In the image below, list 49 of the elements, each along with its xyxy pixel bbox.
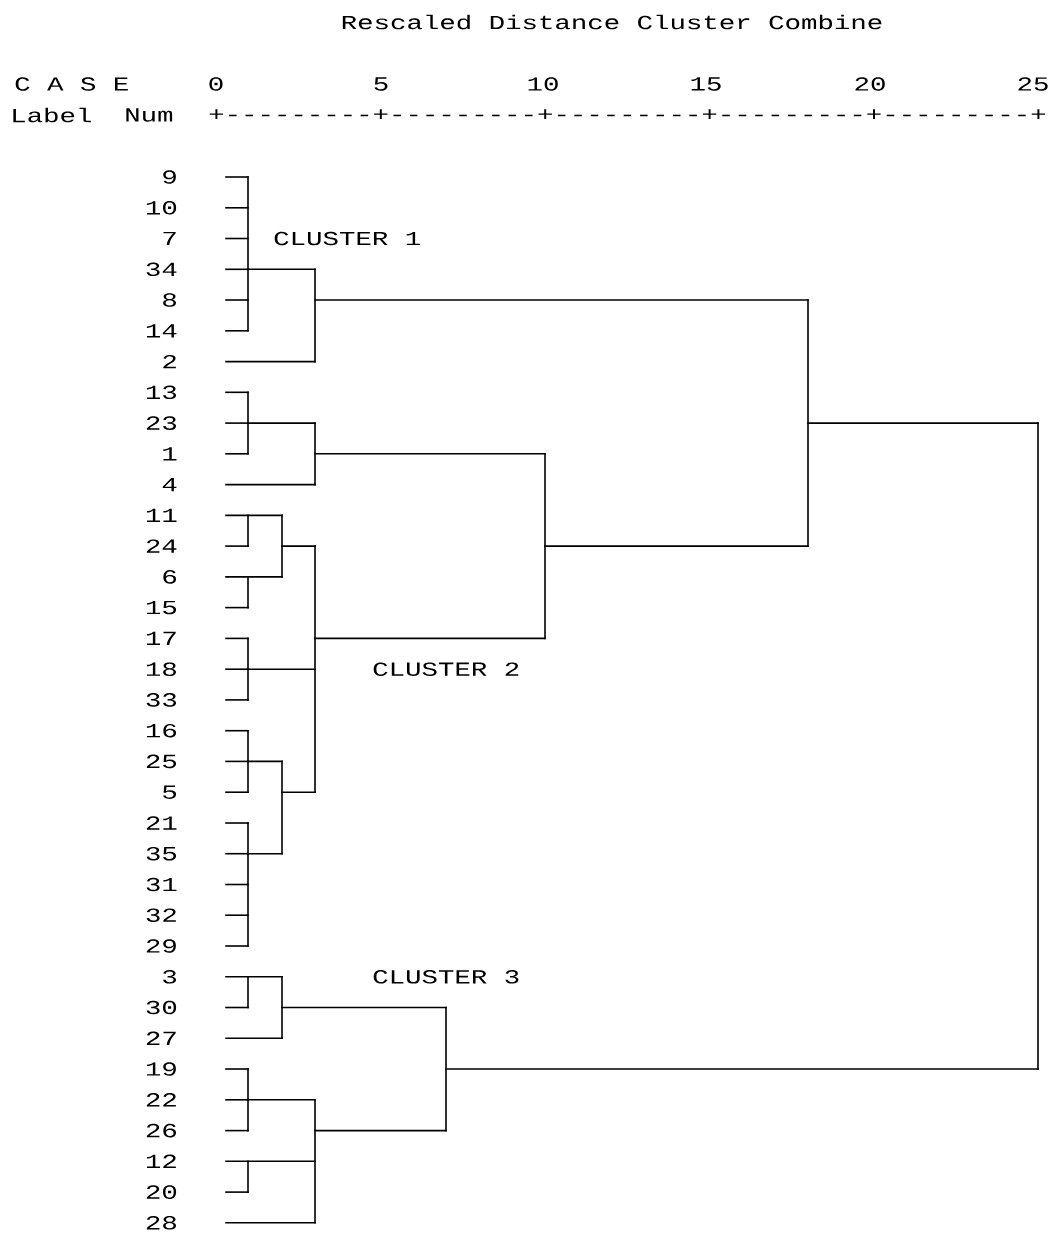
case-number: 15 xyxy=(146,600,177,615)
axis-scale: +---------+---------+---------+---------+---------+ xyxy=(209,109,1046,119)
case-number: 7 xyxy=(163,231,176,246)
column-header: Num xyxy=(126,108,173,122)
case-number: 26 xyxy=(146,1123,176,1138)
tick-label: 20 xyxy=(855,77,885,91)
tick-label: 10 xyxy=(528,77,558,91)
case-number: 8 xyxy=(163,293,176,307)
case-number: 29 xyxy=(146,939,176,953)
case-number: 32 xyxy=(146,908,176,922)
case-number: 12 xyxy=(146,1154,176,1168)
cluster-label: CLUSTER 1 xyxy=(274,231,420,246)
case-number: 33 xyxy=(146,693,177,707)
case-number: 2 xyxy=(163,354,176,369)
case-number: 24 xyxy=(146,539,177,553)
case-number: 35 xyxy=(146,846,177,861)
case-number: 16 xyxy=(146,723,176,738)
case-number: 6 xyxy=(163,570,176,584)
cluster-label: CLUSTER 2 xyxy=(373,662,519,676)
column-header: C A S E xyxy=(15,77,128,91)
case-number: 13 xyxy=(146,385,177,400)
case-number: 27 xyxy=(146,1031,176,1045)
case-number: 19 xyxy=(146,1062,176,1076)
case-number: 31 xyxy=(146,877,177,892)
chart-title: Rescaled Distance Cluster Combine xyxy=(342,14,882,30)
case-number: 30 xyxy=(146,1000,177,1015)
case-number: 18 xyxy=(146,662,176,676)
case-number: 17 xyxy=(146,631,176,645)
cluster-label: CLUSTER 3 xyxy=(373,970,519,984)
case-number: 20 xyxy=(146,1185,177,1199)
case-number: 5 xyxy=(163,785,177,799)
case-number: 9 xyxy=(163,170,176,184)
tick-label: 5 xyxy=(374,77,388,91)
case-number: 23 xyxy=(146,416,177,430)
case-number: 11 xyxy=(146,508,177,522)
tick-label: 15 xyxy=(691,77,721,91)
case-number: 22 xyxy=(146,1093,176,1107)
case-number: 1 xyxy=(163,447,177,461)
case-number: 14 xyxy=(146,324,177,338)
tick-label: 25 xyxy=(1018,77,1048,91)
tick-label: 0 xyxy=(209,77,223,91)
case-number: 21 xyxy=(146,816,177,830)
case-number: 10 xyxy=(146,201,177,215)
case-number: 4 xyxy=(162,478,177,492)
case-number: 34 xyxy=(146,262,177,277)
case-number: 28 xyxy=(146,1216,176,1230)
column-header: Label xyxy=(13,107,91,123)
case-number: 25 xyxy=(146,754,177,769)
case-number: 3 xyxy=(163,970,177,984)
